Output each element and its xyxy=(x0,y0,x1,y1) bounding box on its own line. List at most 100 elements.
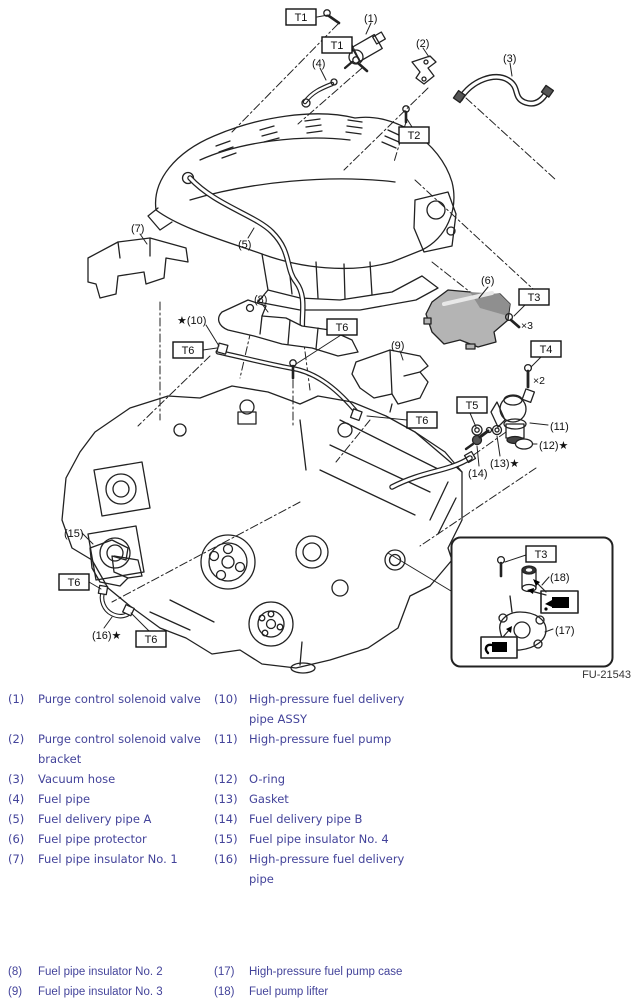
legend-part-name: Vacuum hose xyxy=(38,772,116,786)
legend-part-name: Purge control solenoid valve xyxy=(38,692,201,706)
callout-t1-b: T1 xyxy=(321,36,353,54)
insulator-no3-art xyxy=(351,349,429,413)
part-label-6: (6) xyxy=(481,275,494,287)
hp-fuel-pump-art xyxy=(490,388,536,445)
legend-part-name: Purge control solenoid valve bracket xyxy=(38,732,201,766)
inset-t3-bolt xyxy=(496,555,506,578)
figure-number: FU-21543 xyxy=(582,669,631,681)
part-label-16: (16)★ xyxy=(92,630,122,642)
legend-row: (4)Fuel pipe(13)Gasket xyxy=(0,789,638,809)
torque-label-t4: T4 xyxy=(540,344,553,356)
part-label-17: (17) xyxy=(555,625,575,637)
vacuum-hose-art xyxy=(452,73,555,107)
bolt-glyphs xyxy=(289,9,533,436)
legend-part-number: (11) xyxy=(214,732,238,746)
part-label-4: (4) xyxy=(312,58,325,70)
part-label-13: (13)★ xyxy=(490,458,520,470)
insulator-no1-art xyxy=(87,237,189,299)
part-label-12: (12)★ xyxy=(539,440,569,452)
engine-block-art xyxy=(61,385,477,674)
legend-part-number: (9) xyxy=(8,986,23,998)
t5-fitting xyxy=(471,424,483,436)
legend-part-number: (7) xyxy=(8,852,25,866)
legend-row: (1)Purge control solenoid valve(10)High-… xyxy=(0,689,638,729)
hp-fuel-delivery-pipe-art xyxy=(97,584,135,619)
parts-legend-top: (1)Purge control solenoid valve(10)High-… xyxy=(0,689,638,889)
legend-part-number: (3) xyxy=(8,772,25,786)
legend-part-number: (12) xyxy=(214,772,238,786)
callout-t1-a: T1 xyxy=(285,8,317,26)
grease-icon-right xyxy=(540,590,579,614)
torque-label-t6-d: T6 xyxy=(68,577,81,589)
part-label-2: (2) xyxy=(416,38,429,50)
legend-row: (9) Fuel pipe insulator No. 3 (18) Fuel pum… xyxy=(0,982,638,1002)
part-label-10: ★(10) xyxy=(177,315,206,327)
legend-part-number: (1) xyxy=(8,692,25,706)
t6b-bolt xyxy=(289,359,297,380)
part-label-7: (7) xyxy=(131,223,144,235)
t4-quantity: ×2 xyxy=(533,375,545,387)
torque-label-t1-b: T1 xyxy=(331,40,344,52)
legend-row: (3) Vacuum hose (12) O-ring xyxy=(0,769,638,789)
legend-part-number: (5) xyxy=(8,812,25,826)
engine-line-art xyxy=(61,9,614,674)
legend-part-name: Fuel pipe protector xyxy=(38,832,147,846)
torque-label-t2: T2 xyxy=(408,130,421,142)
part-label-8: (8) xyxy=(254,294,267,306)
legend-part-number: (13) xyxy=(214,792,238,806)
legend-part-name: High-pressure fuel pump case xyxy=(249,966,403,978)
inset-detail-box xyxy=(450,536,614,668)
legend-part-name: Fuel pipe insulator No. 4 xyxy=(249,832,389,846)
purge-solenoid-art xyxy=(343,31,386,70)
legend-part-number: (16) xyxy=(214,852,238,866)
t3-bolt xyxy=(504,312,521,329)
part-label-14: (14) xyxy=(468,468,488,480)
part-label-11: (11) xyxy=(550,421,569,433)
torque-label-t3-inset: T3 xyxy=(535,549,548,561)
legend-row: (7)Fuel pipe insulator No. 1(16)High-pre… xyxy=(0,849,638,889)
legend-part-number: (8) xyxy=(8,966,23,978)
legend-part-name: Fuel delivery pipe A xyxy=(38,812,152,826)
t3-quantity: ×3 xyxy=(521,320,533,332)
legend-part-number: (15) xyxy=(214,832,238,846)
legend-part-name: Fuel pipe xyxy=(38,792,91,806)
torque-label-t6-a: T6 xyxy=(182,345,195,357)
part-label-5: (5) xyxy=(238,239,251,251)
torque-label-t6-c: T6 xyxy=(416,415,429,427)
torque-label-t5: T5 xyxy=(466,400,479,412)
part-label-18: (18) xyxy=(550,572,570,584)
legend-part-name: Gasket xyxy=(249,792,289,806)
legend-part-number: (2) xyxy=(8,732,25,746)
exploded-parts-diagram: T1 T1 T2 T3 T4 T5 T6 T6 T6 T6 T6 T3 ×3 ×… xyxy=(58,8,614,674)
callout-t6-c: T6 xyxy=(406,411,438,429)
legend-part-number: (6) xyxy=(8,832,25,846)
legend-part-name: O-ring xyxy=(249,772,286,786)
part-label-3: (3) xyxy=(503,53,516,65)
hp-fuel-delivery-pipe-assy-art xyxy=(215,342,363,422)
legend-part-name: Fuel pipe insulator No. 3 xyxy=(38,986,163,998)
torque-label-t6-e: T6 xyxy=(145,634,158,646)
manifold-ribs xyxy=(215,118,402,159)
part-label-1: (1) xyxy=(364,13,377,25)
legend-part-name: Fuel pipe insulator No. 2 xyxy=(38,966,163,978)
legend-part-number: (17) xyxy=(214,966,235,978)
callout-t2: T2 xyxy=(398,126,430,144)
callout-t6-e: T6 xyxy=(135,630,167,648)
callout-t3-inset: T3 xyxy=(525,545,557,563)
part-label-9: (9) xyxy=(391,340,404,352)
insulator-no2-art xyxy=(217,299,359,357)
parts-legend-bottom: (8) Fuel pipe insulator No. 2 (17) High-pre… xyxy=(0,962,638,1002)
grease-icon-left xyxy=(480,636,518,659)
callout-t3: T3 xyxy=(518,288,550,306)
legend-part-name: High-pressure fuel pump xyxy=(249,732,392,746)
legend-part-number: (18) xyxy=(214,986,235,998)
callout-t6-a: T6 xyxy=(172,341,204,359)
legend-row: (6) Fuel pipe protector (15) Fuel pipe insu… xyxy=(0,829,638,849)
torque-label-t1-a: T1 xyxy=(295,12,308,24)
legend-row: (8) Fuel pipe insulator No. 2 (17) High-pre… xyxy=(0,962,638,982)
torque-callouts: T1 T1 T2 T3 T4 T5 T6 T6 T6 T6 T6 T3 ×3 ×… xyxy=(58,8,562,648)
legend-part-name: Fuel pump lifter xyxy=(249,986,329,998)
legend-part-name: High-pressure fuel delivery pipe xyxy=(249,852,405,886)
t1a-bolt xyxy=(323,9,341,25)
